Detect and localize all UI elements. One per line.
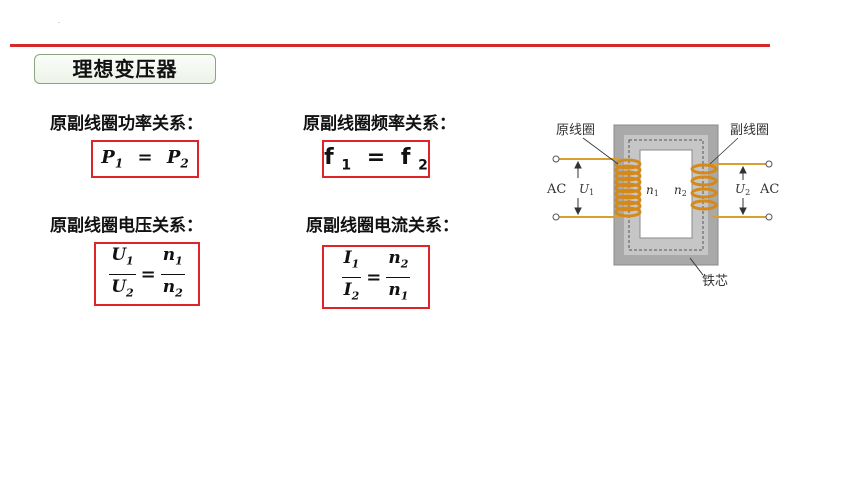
current-den2-sub: 1 — [400, 288, 409, 302]
secondary-terminal-bottom — [765, 213, 773, 221]
current-den1-sub: 2 — [351, 288, 360, 302]
frequency-lhs-sub: 1 — [341, 157, 352, 174]
current-num2-sub: 2 — [400, 257, 409, 271]
primary-terminal-bottom — [552, 213, 560, 221]
current-formula-box: I1 I2 = n2 n1 — [322, 245, 430, 309]
frequency-formula: f 1 = f 2 — [324, 145, 428, 173]
power-formula: P1 = P2 — [101, 147, 188, 171]
core-window — [639, 149, 693, 239]
voltage-num1-sub: 1 — [126, 254, 134, 268]
u2-label: U2 — [735, 182, 750, 197]
power-lhs: P — [101, 147, 115, 169]
iron-core-label: 铁芯 — [702, 274, 728, 289]
transformer-diagram: 原线圈 副线圈 铁芯 AC AC U1 U2 n1 n2 — [546, 123, 779, 289]
power-lhs-sub: 1 — [114, 156, 124, 171]
primary-terminal-top — [552, 155, 560, 163]
power-rhs: P — [166, 147, 181, 169]
voltage-equals: = — [140, 263, 156, 285]
ac-right-label: AC — [759, 182, 779, 197]
u1-label: U1 — [579, 182, 594, 197]
power-rhs-sub: 2 — [180, 156, 189, 171]
voltage-num2-sub: 1 — [175, 254, 183, 268]
voltage-num1: U — [111, 245, 127, 266]
current-fraction-left: I1 I2 — [341, 248, 362, 306]
corner-dot: . — [58, 18, 60, 25]
primary-coil — [614, 158, 642, 218]
primary-coil-label: 原线圈 — [556, 123, 595, 138]
voltage-den2: n — [162, 276, 176, 297]
voltage-num2: n — [162, 245, 176, 266]
secondary-terminal-top — [765, 160, 773, 168]
core-label-leader — [689, 257, 704, 276]
ac-left-label: AC — [546, 182, 566, 197]
voltage-den2-sub: 2 — [175, 285, 183, 299]
current-num2: n — [388, 248, 401, 269]
frequency-rhs-sub: 2 — [418, 157, 428, 174]
frequency-equals: = — [366, 144, 386, 170]
voltage-fraction-right: n1 n2 — [160, 245, 185, 303]
header-divider-line — [10, 44, 770, 47]
current-num1: I — [343, 248, 352, 269]
current-equals: = — [366, 266, 382, 288]
current-fraction-right: n2 n1 — [386, 248, 411, 306]
frequency-rhs: f — [400, 144, 411, 170]
voltage-relation-label: 原副线圈电压关系： — [50, 216, 203, 236]
frequency-formula-box: f 1 = f 2 — [322, 140, 430, 178]
voltage-fraction-left: U1 U2 — [109, 245, 136, 303]
n2-label: n2 — [674, 183, 687, 198]
u1-arrow — [574, 160, 582, 216]
secondary-coil — [690, 163, 718, 211]
secondary-label-leader — [709, 137, 739, 165]
page-title: 理想变压器 — [34, 54, 216, 84]
u2-arrow — [739, 165, 747, 216]
voltage-den1-sub: 2 — [126, 285, 134, 299]
frequency-relation-label: 原副线圈频率关系： — [303, 114, 456, 134]
voltage-formula-box: U1 U2 = n1 n2 — [94, 242, 200, 306]
secondary-coil-label: 副线圈 — [730, 123, 769, 138]
current-relation-label: 原副线圈电流关系： — [306, 216, 459, 236]
current-den1: I — [343, 279, 352, 300]
power-equals: = — [137, 147, 153, 169]
frequency-lhs: f — [324, 144, 334, 170]
power-formula-box: P1 = P2 — [91, 140, 199, 178]
current-den2: n — [388, 279, 401, 300]
voltage-den1: U — [111, 276, 127, 297]
power-relation-label: 原副线圈功率关系： — [50, 114, 203, 134]
primary-label-leader — [582, 137, 619, 165]
n1-label: n1 — [646, 183, 659, 198]
current-num1-sub: 1 — [351, 257, 360, 271]
